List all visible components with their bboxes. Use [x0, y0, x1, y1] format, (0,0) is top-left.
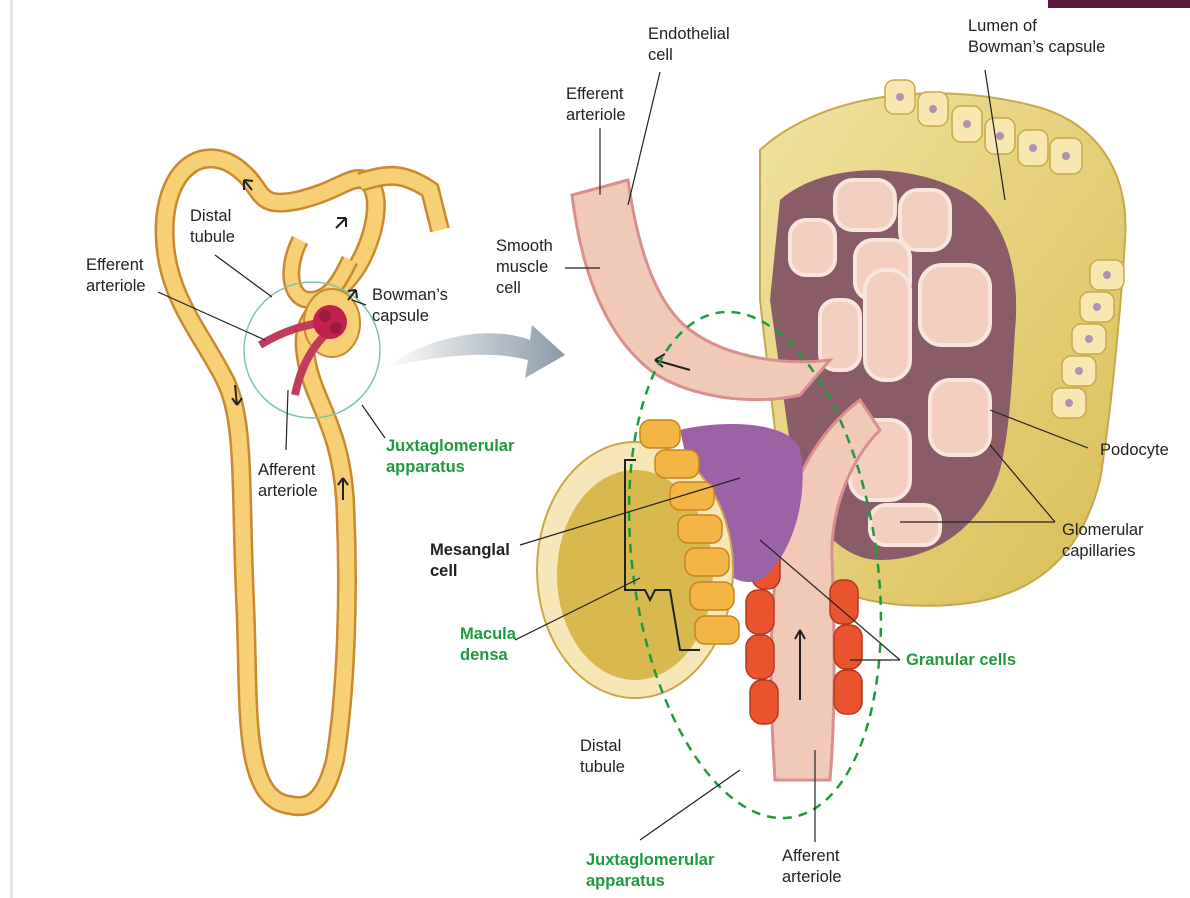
label-granular-cells: Granular cells: [906, 650, 1016, 671]
slide-left-border: [10, 0, 13, 898]
label-podocyte: Podocyte: [1100, 440, 1169, 461]
magnify-arrow: [385, 325, 565, 378]
slide-corner-accent: [1048, 0, 1190, 8]
